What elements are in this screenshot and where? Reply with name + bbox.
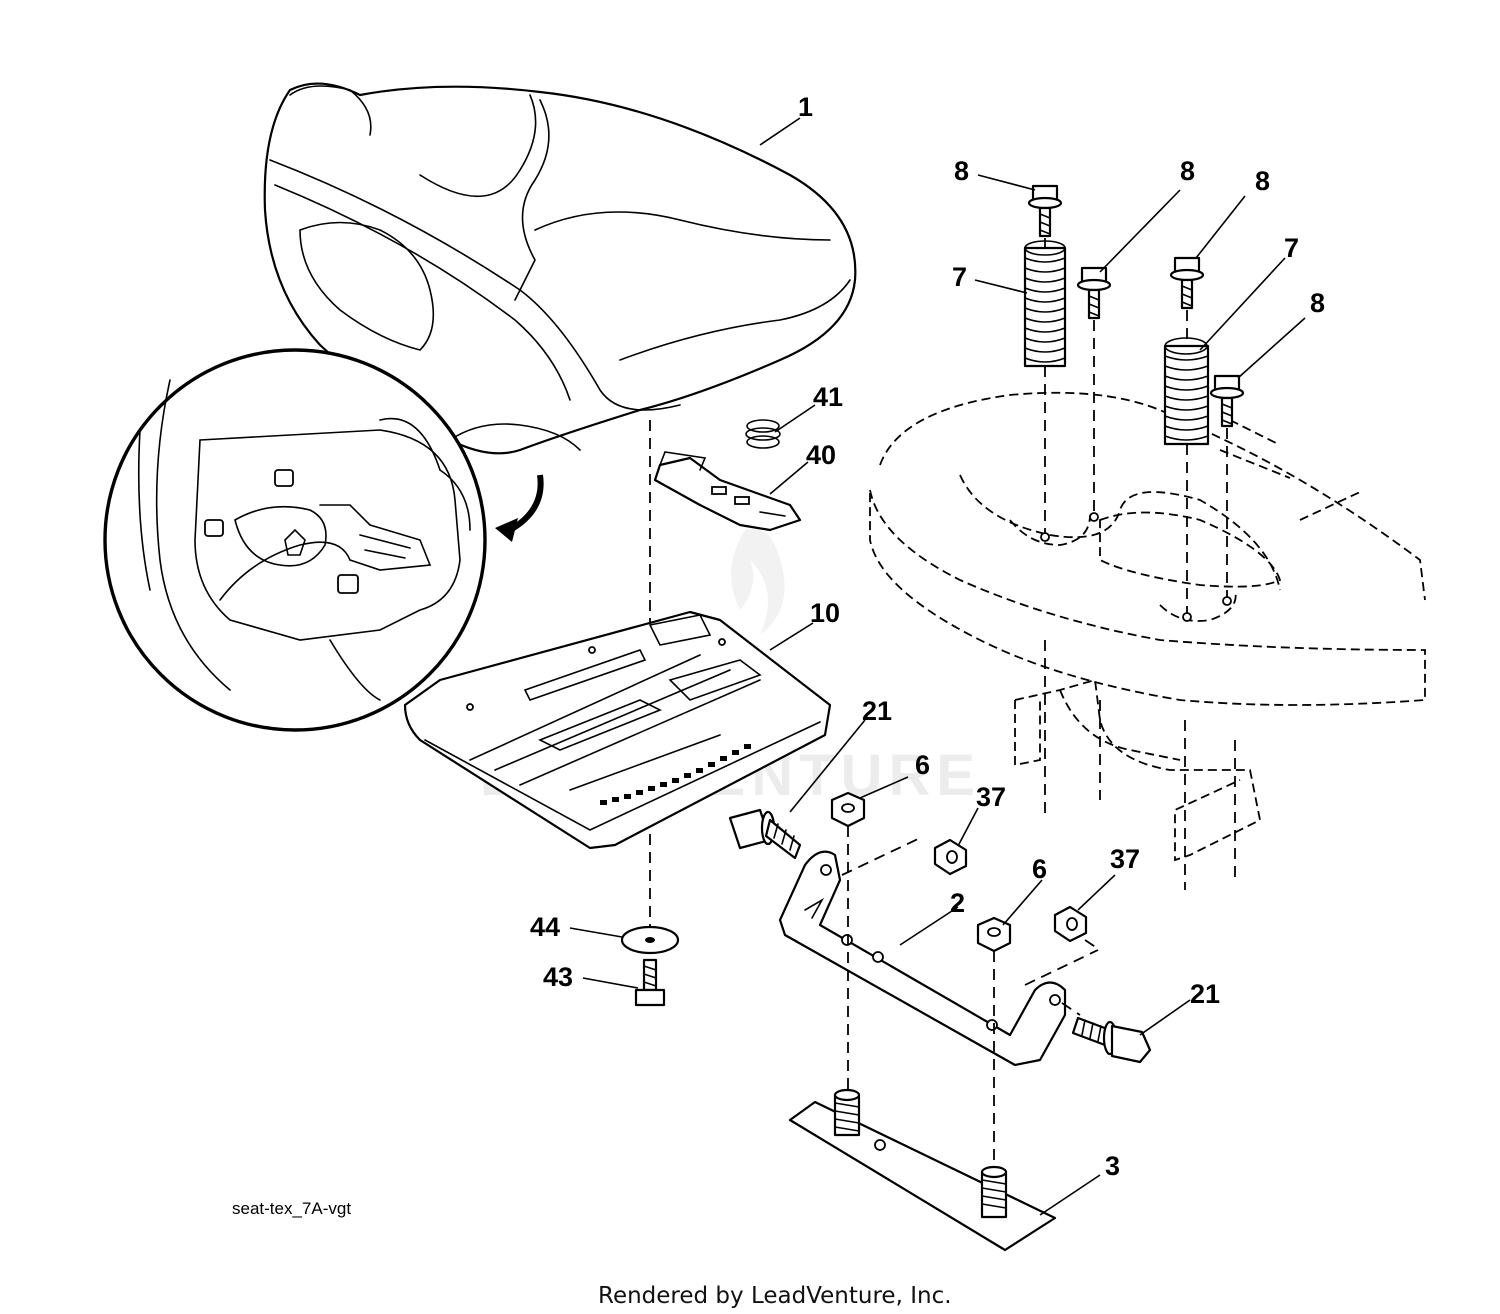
callout-8-a: 8 xyxy=(954,156,969,186)
callout-1: 1 xyxy=(798,92,813,122)
callout-7-b: 7 xyxy=(1284,233,1299,263)
spring-part-7-left xyxy=(1023,240,1067,368)
callout-8-b: 8 xyxy=(1180,156,1195,186)
callout-43: 43 xyxy=(543,962,573,992)
nut-part-6-lower xyxy=(976,916,1012,953)
callout-8-c: 8 xyxy=(1255,166,1270,196)
detail-inset-circle xyxy=(103,348,544,732)
callout-41: 41 xyxy=(813,382,843,412)
spring-part-7-right xyxy=(1163,337,1210,446)
nut-part-6-upper xyxy=(830,791,866,828)
spring-part-41 xyxy=(745,419,781,449)
callout-37-lower: 37 xyxy=(1110,844,1140,874)
credit-line: Rendered by LeadVenture, Inc. xyxy=(598,1283,952,1309)
callout-7-a: 7 xyxy=(952,262,967,292)
callout-leaders xyxy=(569,117,1306,1216)
plate-part-3 xyxy=(788,1088,1057,1252)
washer-part-44 xyxy=(620,925,680,955)
mower-frame-outline xyxy=(869,391,1426,890)
nut-part-37-upper xyxy=(933,838,968,876)
bolt-part-21-upper xyxy=(728,808,802,860)
callout-37-upper: 37 xyxy=(976,782,1006,812)
seat-part-1 xyxy=(263,82,857,455)
callout-2: 2 xyxy=(950,888,965,918)
callout-8-d: 8 xyxy=(1310,288,1325,318)
nut-part-37-lower xyxy=(1053,905,1088,943)
seat-pan-part-10 xyxy=(403,610,832,850)
bolt-part-43 xyxy=(634,958,666,1007)
bolt-alignment-lines xyxy=(1040,238,1232,622)
callout-21-upper: 21 xyxy=(862,696,892,726)
callout-10: 10 xyxy=(810,598,840,628)
latch-part-40 xyxy=(653,451,802,532)
bracket-part-2 xyxy=(778,850,1067,1067)
bolt-part-8-d xyxy=(1209,374,1245,428)
bolt-part-8-c xyxy=(1169,256,1205,310)
bracket-alignment-lines xyxy=(841,826,1101,1170)
bolt-part-8-b xyxy=(1076,266,1112,320)
callout-21-lower: 21 xyxy=(1190,979,1220,1009)
callout-6-lower: 6 xyxy=(1032,854,1047,884)
drawing-code: seat-tex_7A-vgt xyxy=(232,1199,351,1218)
callout-44: 44 xyxy=(530,912,560,942)
callout-40: 40 xyxy=(806,440,836,470)
callout-6-upper: 6 xyxy=(915,750,930,780)
bolt-part-8-a xyxy=(1027,184,1063,238)
bolt-part-21-lower xyxy=(1071,1016,1152,1064)
callout-3: 3 xyxy=(1105,1151,1120,1181)
